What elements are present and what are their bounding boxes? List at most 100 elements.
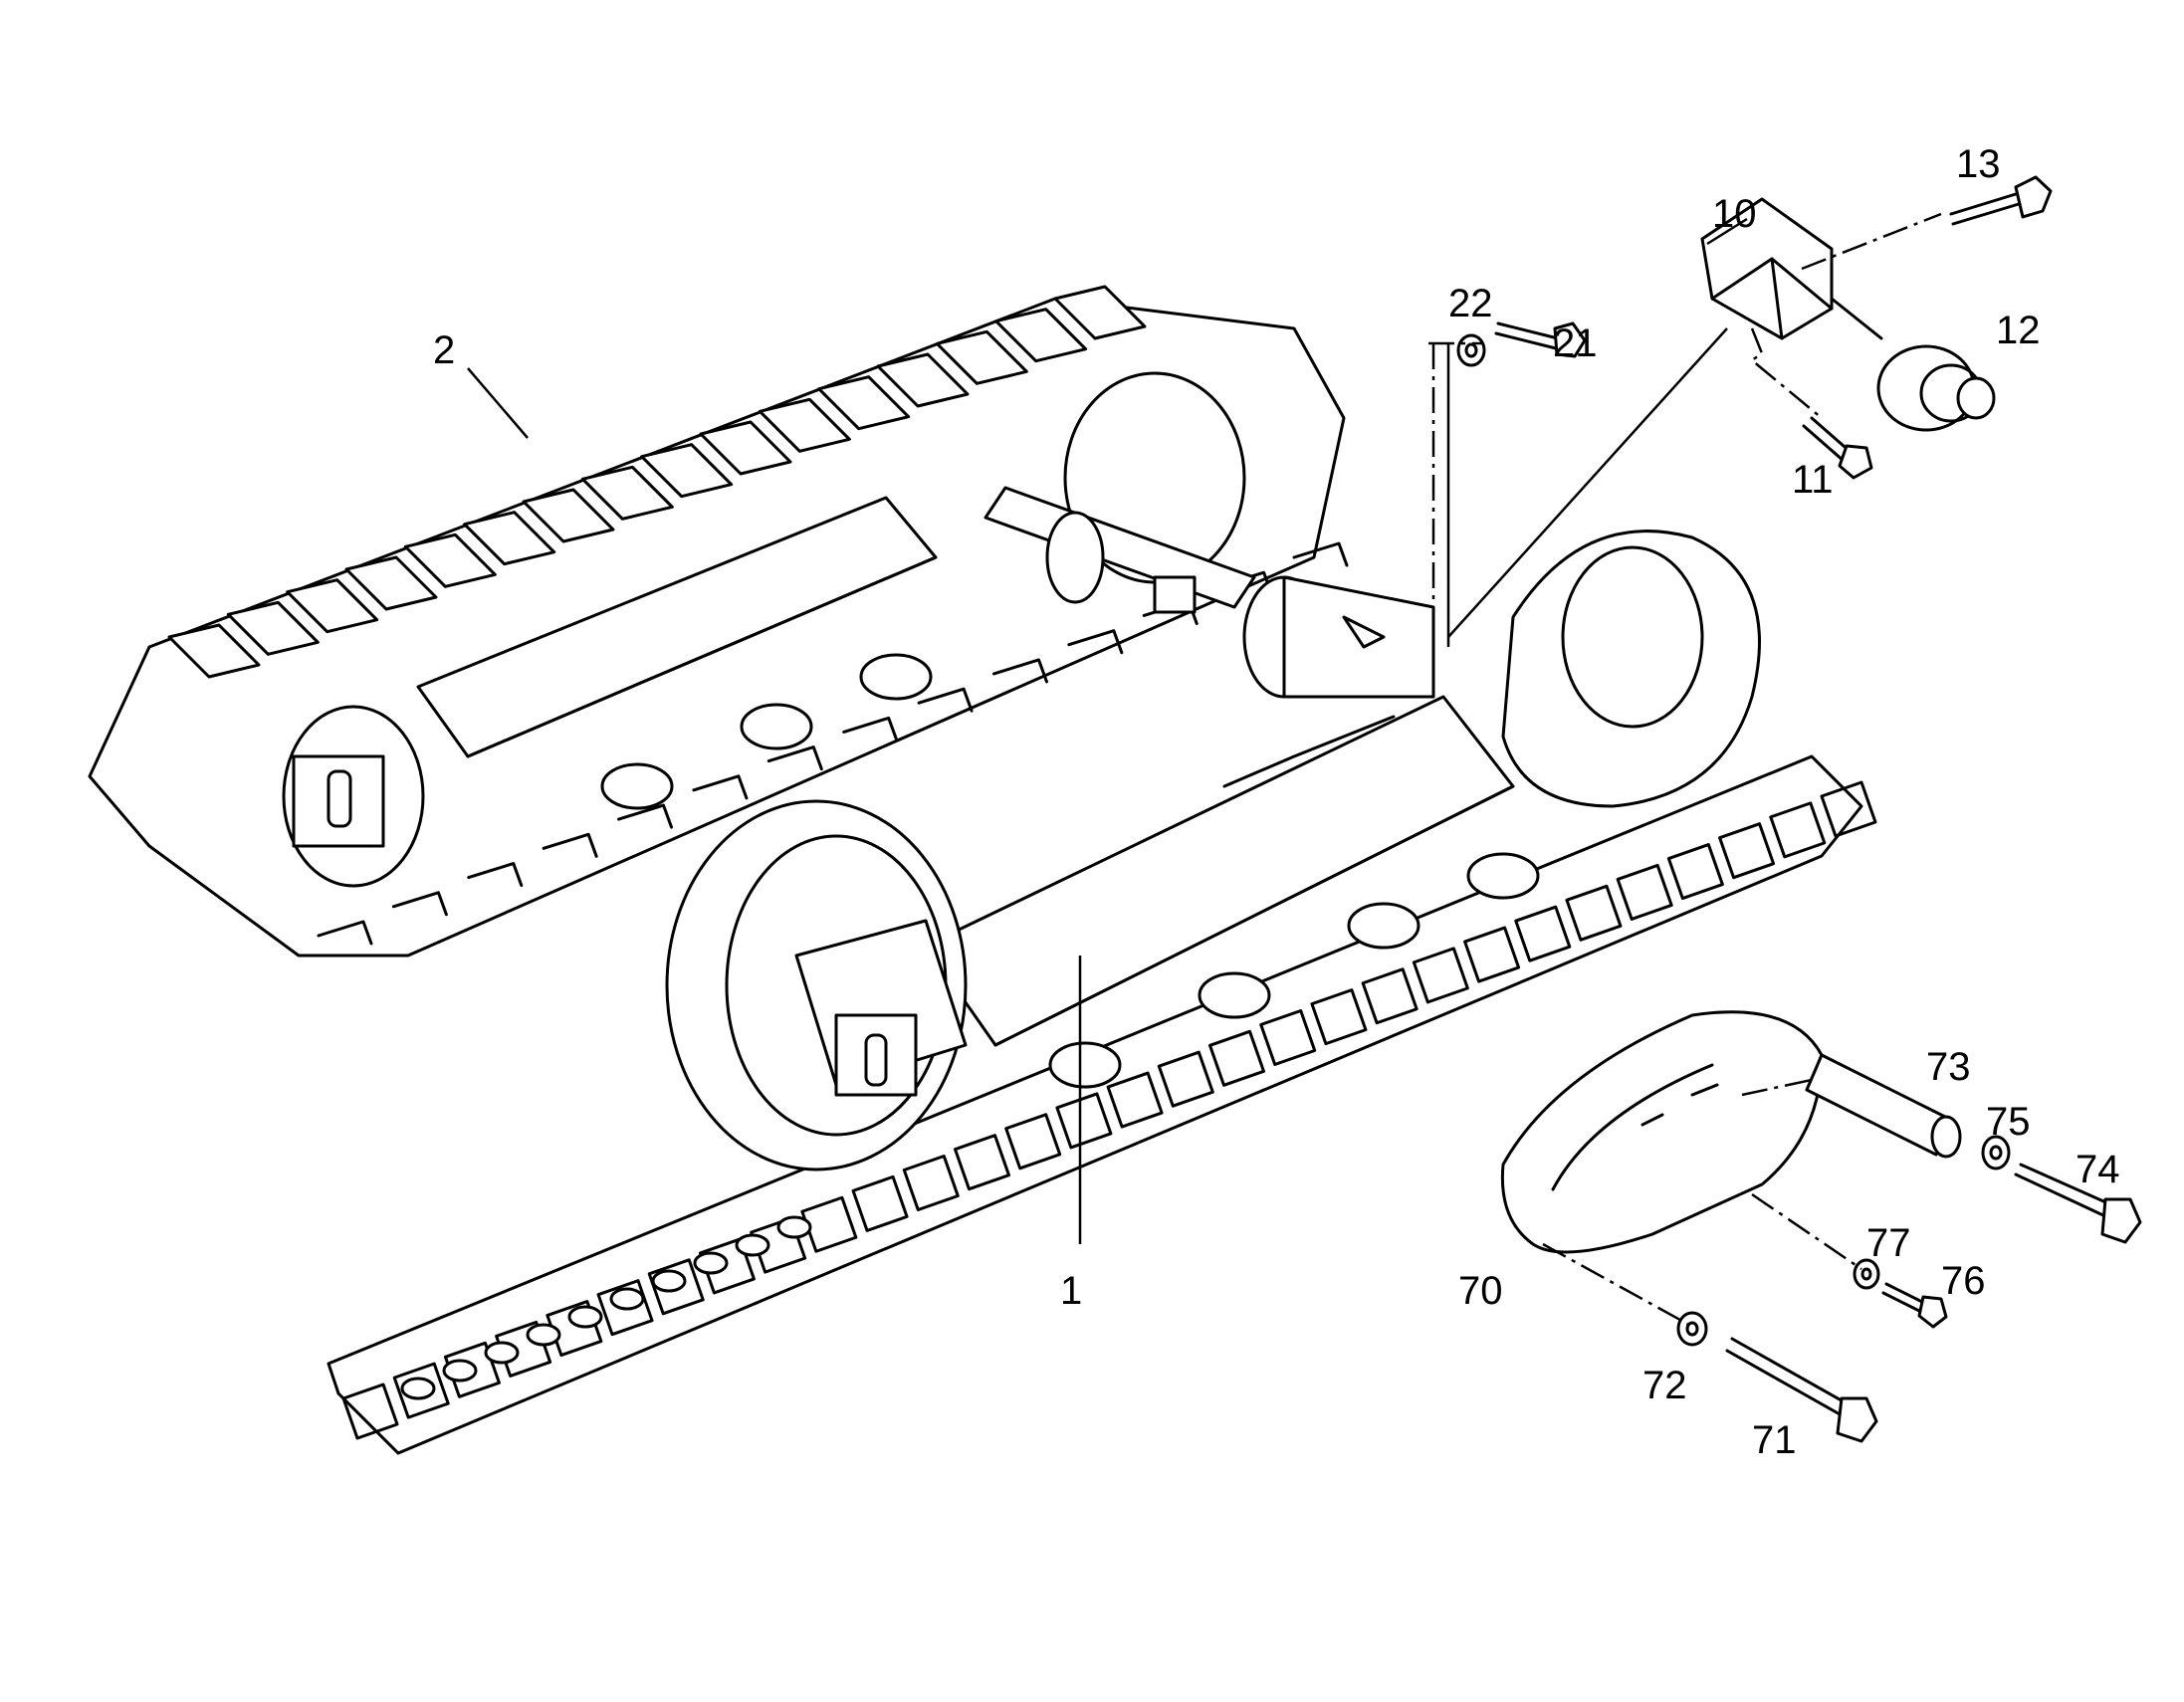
- track-pad: [344, 555, 438, 611]
- track-pad-lower: [317, 920, 373, 946]
- track-pad: [1361, 967, 1419, 1025]
- track-pad: [750, 1216, 807, 1274]
- cover-plate-part-70: [1500, 1010, 1824, 1254]
- callout-22: 22: [1448, 282, 1493, 325]
- chain-link: [442, 1359, 478, 1383]
- washer-part-22: [1456, 333, 1486, 367]
- callout-70: 70: [1458, 1269, 1503, 1313]
- track-pad: [1157, 1050, 1214, 1108]
- track-pad-lower: [1292, 541, 1349, 567]
- track-pad: [800, 1195, 858, 1253]
- track-pad: [1106, 1071, 1164, 1129]
- bolt-part-21: [1494, 321, 1587, 358]
- track-pad-lower: [617, 803, 674, 829]
- track-pad: [1208, 1029, 1266, 1087]
- bolt-part-76: [1881, 1282, 1948, 1329]
- track-pad: [1820, 780, 1877, 838]
- track-pad-lower: [1067, 629, 1124, 655]
- callout-75: 75: [1986, 1100, 2031, 1144]
- track-pad: [1463, 926, 1521, 983]
- track-pad: [640, 443, 734, 499]
- washer-part-75: [1981, 1135, 2011, 1170]
- track-pad: [876, 352, 970, 408]
- callout-13: 13: [1956, 142, 2001, 186]
- chain-link: [609, 1287, 645, 1311]
- washer-part-77: [1853, 1258, 1880, 1290]
- guard-block-part-10: [1700, 197, 1834, 340]
- track-pad: [1666, 843, 1724, 901]
- callout-12: 12: [1996, 309, 2041, 352]
- right-track-assembly: [327, 530, 1877, 1455]
- track-pad: [522, 488, 615, 543]
- track-pad-lower: [692, 774, 749, 800]
- track-pad: [1053, 285, 1147, 340]
- track-pad-lower: [991, 658, 1048, 684]
- track-pad-lower: [542, 832, 598, 858]
- assembly-centerlines: [1428, 212, 1942, 1326]
- track-pad: [698, 1237, 756, 1295]
- callout-1: 1: [1060, 1269, 1082, 1313]
- track-pad: [994, 308, 1088, 363]
- leader-lines: [467, 217, 1748, 1244]
- track-pad: [596, 1279, 654, 1337]
- bolt-part-11: [1802, 416, 1873, 480]
- track-pad: [699, 420, 792, 476]
- callout-labels: 2 1 10 13 12 11 22 21 73 75 74 77 76 70 …: [433, 142, 2120, 1462]
- chain-link: [651, 1269, 687, 1293]
- callout-21: 21: [1553, 321, 1598, 365]
- cross-axle: [983, 486, 1435, 699]
- left-track-pads: [167, 285, 1349, 946]
- chain-link: [735, 1233, 770, 1257]
- track-pad: [1616, 863, 1673, 921]
- bolt-part-13: [1949, 175, 2053, 226]
- track-pad: [953, 1134, 1010, 1191]
- track-pad: [935, 329, 1028, 385]
- track-pad-lower: [391, 891, 448, 917]
- track-pad-lower: [467, 862, 524, 888]
- track-pad-lower: [766, 745, 823, 771]
- track-pad-lower: [842, 716, 899, 742]
- callout-2: 2: [433, 328, 455, 372]
- chain-link: [526, 1323, 561, 1347]
- track-pad: [1565, 884, 1623, 942]
- callout-11: 11: [1792, 458, 1834, 502]
- callout-10: 10: [1712, 192, 1757, 236]
- track-pad: [1412, 947, 1469, 1004]
- track-pad: [851, 1174, 909, 1232]
- track-pad: [1004, 1113, 1062, 1170]
- track-pad: [580, 465, 674, 521]
- chain-link: [484, 1341, 520, 1365]
- track-pad: [226, 600, 320, 656]
- callout-74: 74: [2075, 1148, 2120, 1191]
- chain-link: [400, 1377, 436, 1400]
- callout-72: 72: [1642, 1364, 1687, 1407]
- track-pad: [286, 578, 379, 634]
- track-pad: [758, 397, 851, 453]
- chain-link: [693, 1251, 729, 1275]
- roller-part-12: [1830, 297, 1996, 432]
- chain-link: [567, 1305, 603, 1329]
- track-pad: [1769, 801, 1827, 859]
- chain-link: [776, 1215, 812, 1239]
- callout-77: 77: [1866, 1221, 1911, 1265]
- bolt-part-74: [2014, 1163, 2142, 1244]
- track-pad: [1055, 1092, 1113, 1150]
- track-pad: [1718, 822, 1776, 880]
- track-pad: [167, 623, 261, 679]
- callout-73: 73: [1926, 1045, 1971, 1089]
- track-pad: [392, 1362, 450, 1419]
- washer-part-72: [1676, 1311, 1708, 1347]
- right-track-pads: [341, 780, 1877, 1440]
- callout-76: 76: [1941, 1259, 1986, 1303]
- sleeve-part-73: [1805, 1053, 1962, 1159]
- callout-71: 71: [1752, 1418, 1797, 1462]
- bolt-part-71: [1725, 1337, 1878, 1443]
- track-pad: [443, 1341, 501, 1398]
- track-pad: [341, 1383, 399, 1440]
- track-pad: [647, 1258, 705, 1316]
- track-pad: [463, 511, 556, 566]
- track-pad-lower: [917, 687, 974, 713]
- track-chain-links: [400, 1215, 812, 1400]
- track-pad: [1514, 905, 1572, 962]
